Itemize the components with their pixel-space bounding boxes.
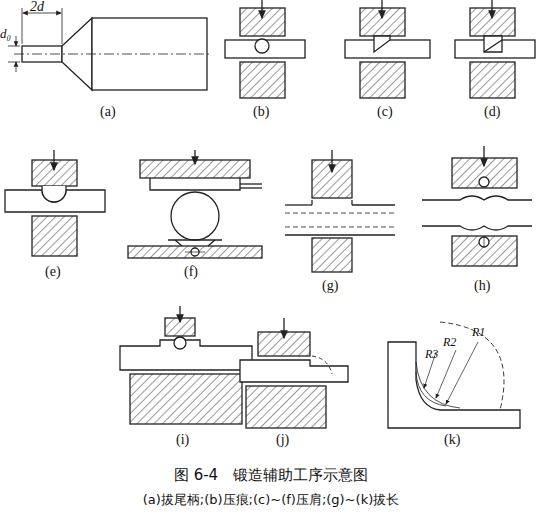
radius-profile: [388, 322, 520, 428]
figure-label: 2d: [30, 0, 44, 14]
figure-label: R2: [443, 336, 456, 349]
figure-label: (b): [253, 104, 269, 119]
sub-caption: (a)拔尾柄;(b)压痕;(c)~(f)压肩;(g)~(k)拔长: [0, 492, 542, 508]
indent-shoulder-presses: [225, 0, 535, 98]
shoulder-round-tool: [5, 150, 105, 256]
figure-label: (a): [100, 104, 116, 119]
figure-label: (i): [176, 432, 189, 447]
figure-caption: 图 6-4 锻造辅助工序示意图: [0, 466, 542, 484]
draw-out-step: [240, 318, 348, 428]
figure-label: (k): [444, 432, 460, 447]
figure-label: (j): [276, 432, 289, 447]
figure-label: (h): [474, 278, 490, 293]
figure-label: (g): [322, 278, 338, 293]
draw-out-double-die: [422, 146, 532, 266]
figure-label: (d): [484, 104, 500, 119]
tail-drawing: [8, 8, 212, 90]
shoulder-round-bar: [128, 150, 262, 258]
figure-label: R1: [472, 326, 485, 339]
figure-label: (f): [184, 264, 198, 279]
figure-label: (e): [45, 264, 61, 279]
figure-label: d₀: [0, 27, 11, 41]
draw-out-small-tool: [120, 306, 252, 424]
figure-label: R3: [425, 348, 438, 361]
draw-out-tube: [285, 150, 395, 272]
figure-label: (c): [377, 104, 393, 119]
